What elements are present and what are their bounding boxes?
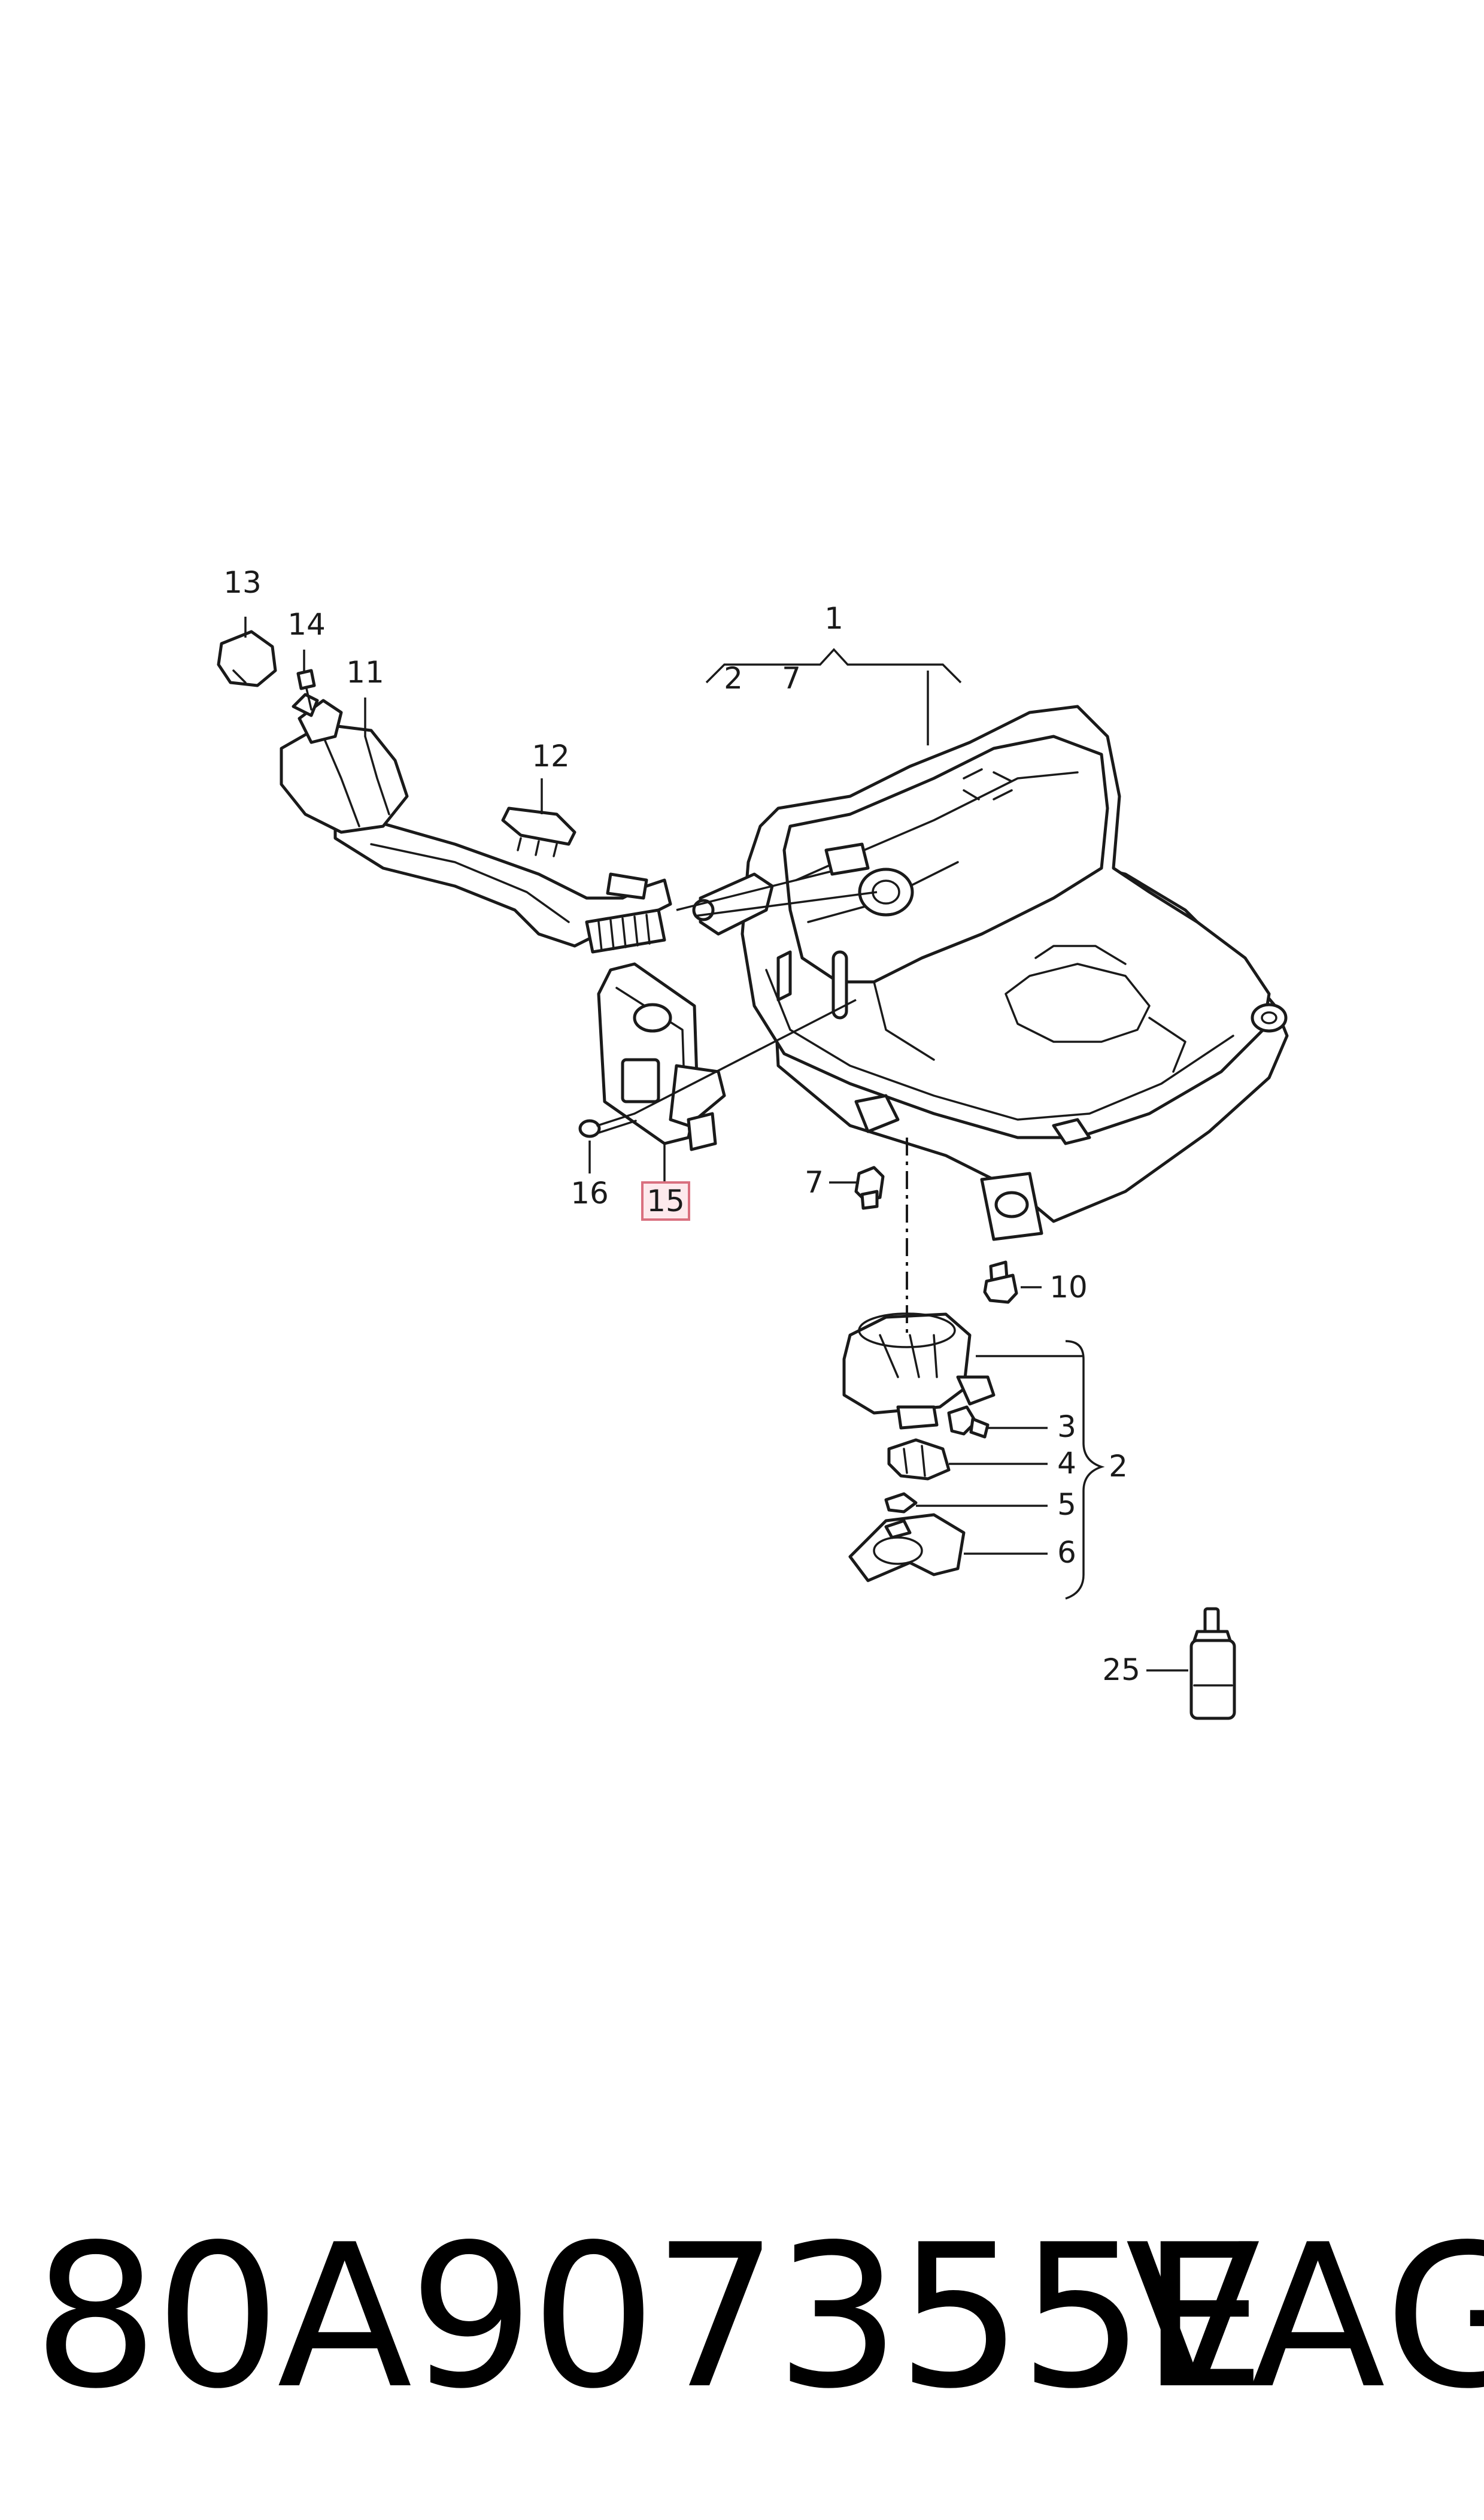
callout-1: 1: [824, 601, 843, 636]
callout-10: 10: [1049, 1270, 1088, 1305]
callout-5: 5: [1057, 1487, 1076, 1522]
callout-25: 25: [1102, 1652, 1140, 1687]
callout-16: 16: [570, 1176, 609, 1211]
nut-7: [854, 1166, 885, 1210]
callout-15: 15: [647, 1184, 685, 1218]
screw-14: [296, 669, 316, 711]
footer-caption: 80A907355E VAG: [0, 2191, 1484, 2443]
fuel-pump: [842, 1312, 996, 1430]
bolt-10: [983, 1260, 1018, 1304]
callout-12: 12: [532, 739, 570, 774]
control-unit: [597, 962, 726, 1151]
highlight-box-15: [641, 1181, 690, 1221]
callout-11: 11: [346, 655, 384, 690]
leader-lines: [244, 617, 1188, 1672]
clip: [501, 806, 576, 857]
screw-16: [578, 1112, 637, 1138]
callout-14: 14: [287, 607, 326, 642]
seal-5: [884, 1492, 918, 1514]
callout-3: 3: [1057, 1409, 1076, 1444]
callout-6: 6: [1057, 1535, 1076, 1570]
brand-label: VAG: [1125, 2202, 1484, 2432]
filter-4: [887, 1438, 951, 1481]
lid-6: [848, 1513, 966, 1582]
tube-25: [1189, 1607, 1236, 1720]
callout-labels: 1 2 7 13 14 11 12 16 15 7 10 3 4 2 5 6 2…: [223, 565, 1140, 1687]
callout-2: 2: [1109, 1449, 1128, 1484]
sensor-3: [947, 1405, 990, 1439]
callout-2-group: 2: [724, 661, 743, 696]
cap: [217, 630, 277, 687]
callout-7-group: 7: [782, 661, 801, 696]
filler-neck-pipe: [280, 693, 672, 954]
fuel-tank: [692, 705, 1289, 1241]
part-number: 80A907355E: [33, 2202, 1266, 2432]
callout-13: 13: [223, 565, 262, 600]
callout-4: 4: [1057, 1446, 1076, 1481]
callout-7: 7: [805, 1165, 824, 1200]
